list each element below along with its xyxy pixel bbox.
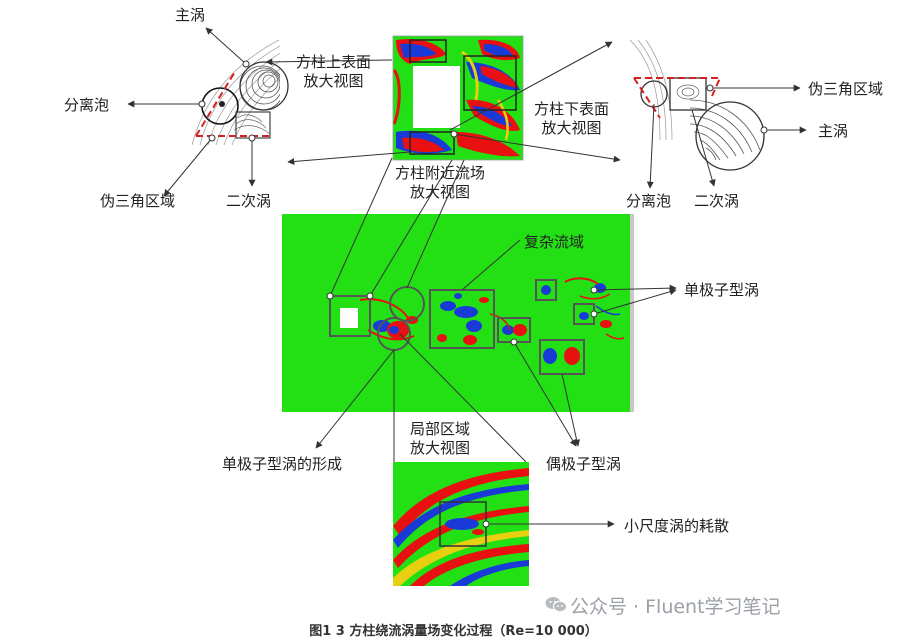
near-field-box	[329, 295, 371, 337]
label-complex-region: 复杂流域	[524, 233, 585, 251]
monopole-box-1	[535, 279, 557, 301]
label-pseudo-triangle-left: 伪三角区域	[100, 192, 176, 210]
wechat-icon	[545, 597, 567, 613]
pseudo-triangle-dash-diag-left	[195, 69, 237, 137]
secondary-vortex-box-right	[669, 77, 707, 111]
upper-surface-streamline-inset	[191, 40, 280, 146]
leader-lines	[127, 27, 807, 528]
pseudo-triangle-dash-corner-right	[700, 77, 722, 97]
label-dipole-vortex: 偶极子型涡	[546, 455, 622, 473]
label-pseudo-triangle-right: 伪三角区域	[808, 80, 884, 98]
lower-zoom-box	[409, 131, 455, 155]
main-vorticity-field	[282, 214, 634, 412]
label-small-scale-dissipation: 小尺度涡的耗散	[624, 517, 730, 535]
main-vortex-circle-left	[239, 61, 289, 111]
label-main-vortex-right: 主涡	[818, 122, 849, 140]
label-monopole-vortex: 单极子型涡	[684, 281, 760, 299]
square-cylinder-main	[340, 308, 358, 328]
main-vortex-circle-right	[695, 101, 765, 171]
label-local-region-zoom: 局部区域 放大视图	[410, 420, 471, 457]
leader-dots	[198, 60, 768, 528]
label-separation-bubble-right: 分离泡	[626, 192, 672, 210]
figure-caption: 图1 3 方柱绕流涡量场变化过程（Re=10 000）	[309, 624, 598, 639]
label-separation-bubble-left: 分离泡	[64, 96, 110, 114]
label-monopole-formation: 单极子型涡的形成	[222, 455, 343, 473]
label-lower-surface-zoom: 方柱下表面 放大视图	[534, 100, 610, 137]
upper-zoom-box	[409, 39, 447, 63]
pseudo-triangle-dash-diag-right	[633, 77, 661, 119]
lower-surface-streamline-inset	[629, 39, 761, 161]
label-secondary-vortex-left: 二次涡	[226, 192, 272, 210]
label-near-field-zoom: 方柱附近流场 放大视图	[395, 164, 486, 201]
near-field-vorticity-inset	[392, 35, 524, 161]
wake-zoom-box	[463, 55, 517, 111]
watermark-text: 公众号 · Fluent学习笔记	[570, 596, 781, 618]
label-secondary-vortex-right: 二次涡	[694, 192, 740, 210]
square-cylinder-top	[413, 66, 460, 128]
label-main-vortex-left: 主涡	[175, 6, 206, 24]
label-upper-surface-zoom: 方柱上表面 放大视图	[296, 53, 372, 90]
separation-bubble-core-left	[219, 101, 225, 107]
